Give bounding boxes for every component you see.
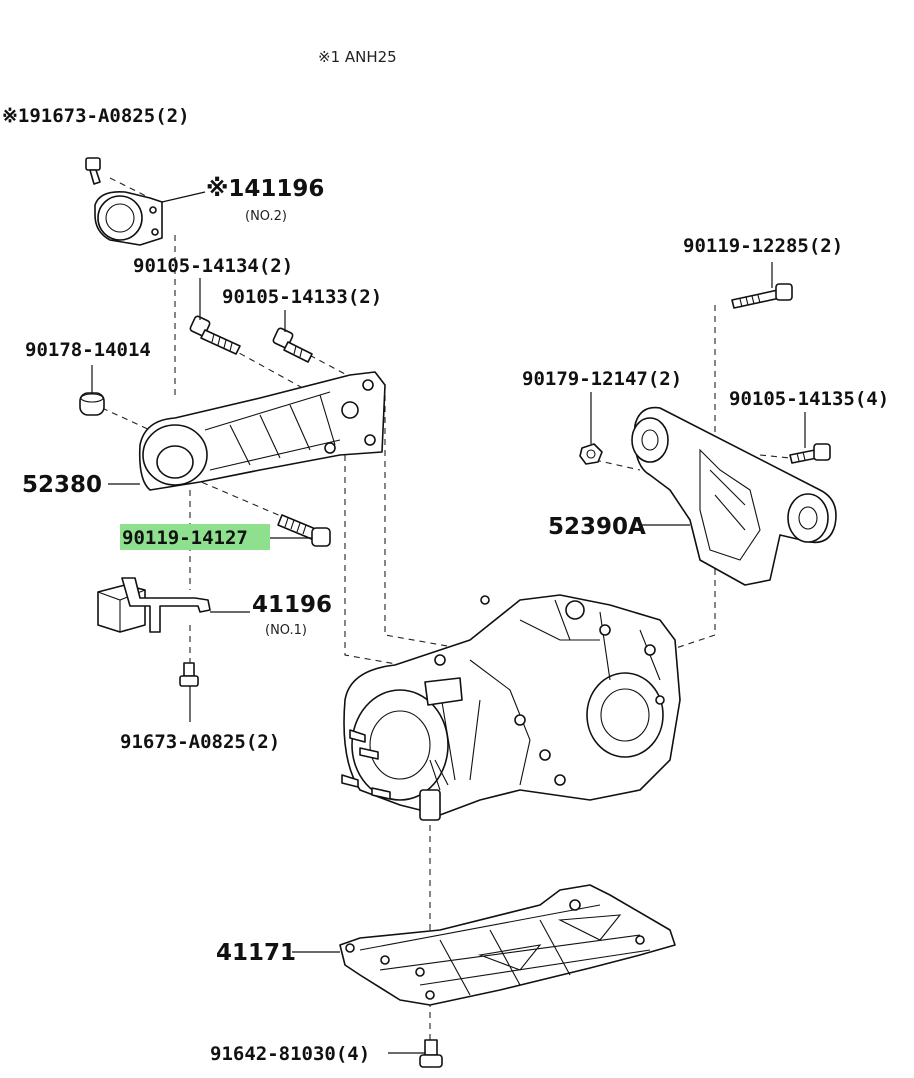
label-91673-A0825-top[interactable]: ※191673-A0825(2) <box>2 105 190 127</box>
mount-41196-no1-icon <box>97 577 250 633</box>
label-90105-14135[interactable]: 90105-14135(4) <box>729 388 889 410</box>
bushing-90178-14014-icon <box>79 365 105 416</box>
bolt-90105-14133-icon <box>272 310 313 363</box>
bolt-91642-81030-icon <box>388 1039 443 1068</box>
label-41196-no2-sub: (NO.2) <box>245 209 287 224</box>
model-note: ※1 ANH25 <box>318 48 397 66</box>
label-41196-no2[interactable]: ※141196 <box>206 176 324 202</box>
bolt-90105-14134-icon <box>189 278 241 355</box>
label-41196-no1[interactable]: 41196 <box>252 592 332 618</box>
bolt-90119-12285-icon <box>731 262 793 309</box>
highlight-90119-14127 <box>120 524 270 550</box>
bolt-90105-14135-icon <box>789 412 831 464</box>
label-90179-12147[interactable]: 90179-12147(2) <box>522 368 682 390</box>
nut-90179-12147-icon <box>579 392 603 465</box>
bolt-91673-bottom-icon <box>179 662 199 722</box>
label-41196-no1-sub: (NO.1) <box>265 623 307 638</box>
bracket-52390A-icon <box>631 406 837 586</box>
label-90105-14133[interactable]: 90105-14133(2) <box>222 286 382 308</box>
label-90119-12285[interactable]: 90119-12285(2) <box>683 235 843 257</box>
label-41171[interactable]: 41171 <box>216 940 296 966</box>
label-52380[interactable]: 52380 <box>22 472 102 498</box>
label-90119-14127[interactable]: 90119-14127 <box>122 527 248 549</box>
label-52390A[interactable]: 52390A <box>548 514 646 540</box>
label-91673-A0825-bottom[interactable]: 91673-A0825(2) <box>120 731 280 753</box>
bolt-90119-14127-icon <box>270 514 331 547</box>
bolt-91673-top-icon <box>85 157 101 185</box>
label-90105-14134[interactable]: 90105-14134(2) <box>133 255 293 277</box>
undercover-41171-icon <box>292 884 676 1006</box>
label-91642-81030[interactable]: 91642-81030(4) <box>210 1043 370 1065</box>
mount-41196-no2-icon <box>94 190 206 246</box>
differential-assembly-icon <box>341 594 681 821</box>
label-90178-14014[interactable]: 90178-14014 <box>25 339 151 361</box>
bracket-52380-icon <box>108 371 386 491</box>
